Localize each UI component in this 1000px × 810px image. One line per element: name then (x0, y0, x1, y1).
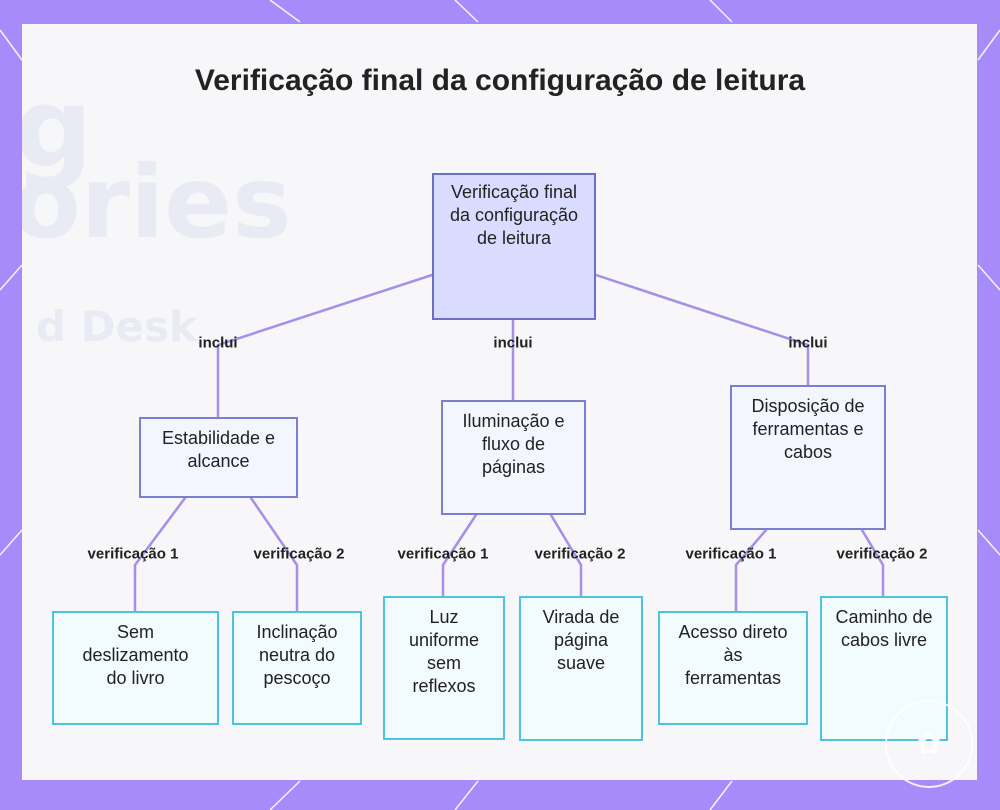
edge-root-stability (216, 273, 434, 419)
node-page-turn-label: Virada de página suave (542, 607, 620, 673)
node-stability: Estabilidade e alcance (139, 417, 298, 498)
node-cables-label: Caminho de cabos livre (835, 607, 933, 650)
edge-label-check2-layout: verificação 2 (836, 545, 928, 563)
background-word-b: ories (22, 144, 292, 261)
edge-lighting-pageturn (549, 513, 583, 598)
node-neck: Inclinação neutra do pescoço (232, 611, 362, 725)
edge-stability-noslip (133, 496, 187, 613)
edge-label-check1-layout: verificação 1 (685, 545, 777, 563)
edge-label-check1-lighting: verificação 1 (397, 545, 489, 563)
node-root-label: Verificação final da configuração de lei… (449, 182, 579, 248)
edge-label-check1-stability: verificação 1 (87, 545, 179, 563)
edge-stability-neck (249, 496, 299, 613)
node-root: Verificação final da configuração de lei… (432, 173, 596, 320)
edge-label-check2-stability: verificação 2 (253, 545, 345, 563)
diagram-title: Verificação final da configuração de lei… (194, 64, 806, 97)
node-tools-label: Acesso direto às ferramentas (678, 622, 788, 688)
node-light-label: Luz uniforme sem reflexos (408, 607, 480, 696)
node-no-slip: Sem deslizamento do livro (52, 611, 219, 725)
background-word-a: g (22, 64, 93, 192)
logo-mark-icon: ✿ (885, 700, 973, 788)
node-lighting-label: Iluminação e fluxo de páginas (462, 411, 565, 477)
edge-layout-cables (860, 528, 885, 598)
edge-label-includes-right: inclui (788, 334, 828, 352)
edge-label-check2-lighting: verificação 2 (534, 545, 626, 563)
edge-label-includes-center: inclui (493, 334, 533, 352)
node-light: Luz uniforme sem reflexos (383, 596, 505, 740)
node-neck-label: Inclinação neutra do pescoço (256, 622, 338, 688)
node-no-slip-label: Sem deslizamento do livro (82, 622, 189, 688)
node-tools: Acesso direto às ferramentas (658, 611, 808, 725)
background-word-c: d Desk (36, 302, 197, 351)
edge-layout-tools (734, 528, 768, 613)
node-layout-label: Disposição de ferramentas e cabos (751, 396, 865, 462)
node-lighting: Iluminação e fluxo de páginas (441, 400, 586, 515)
node-stability-label: Estabilidade e alcance (161, 428, 276, 471)
node-layout: Disposição de ferramentas e cabos (730, 385, 886, 530)
edge-lighting-light (441, 513, 478, 598)
edge-label-includes-left: inclui (198, 334, 238, 352)
node-page-turn: Virada de página suave (519, 596, 643, 741)
edge-root-layout (594, 273, 810, 387)
